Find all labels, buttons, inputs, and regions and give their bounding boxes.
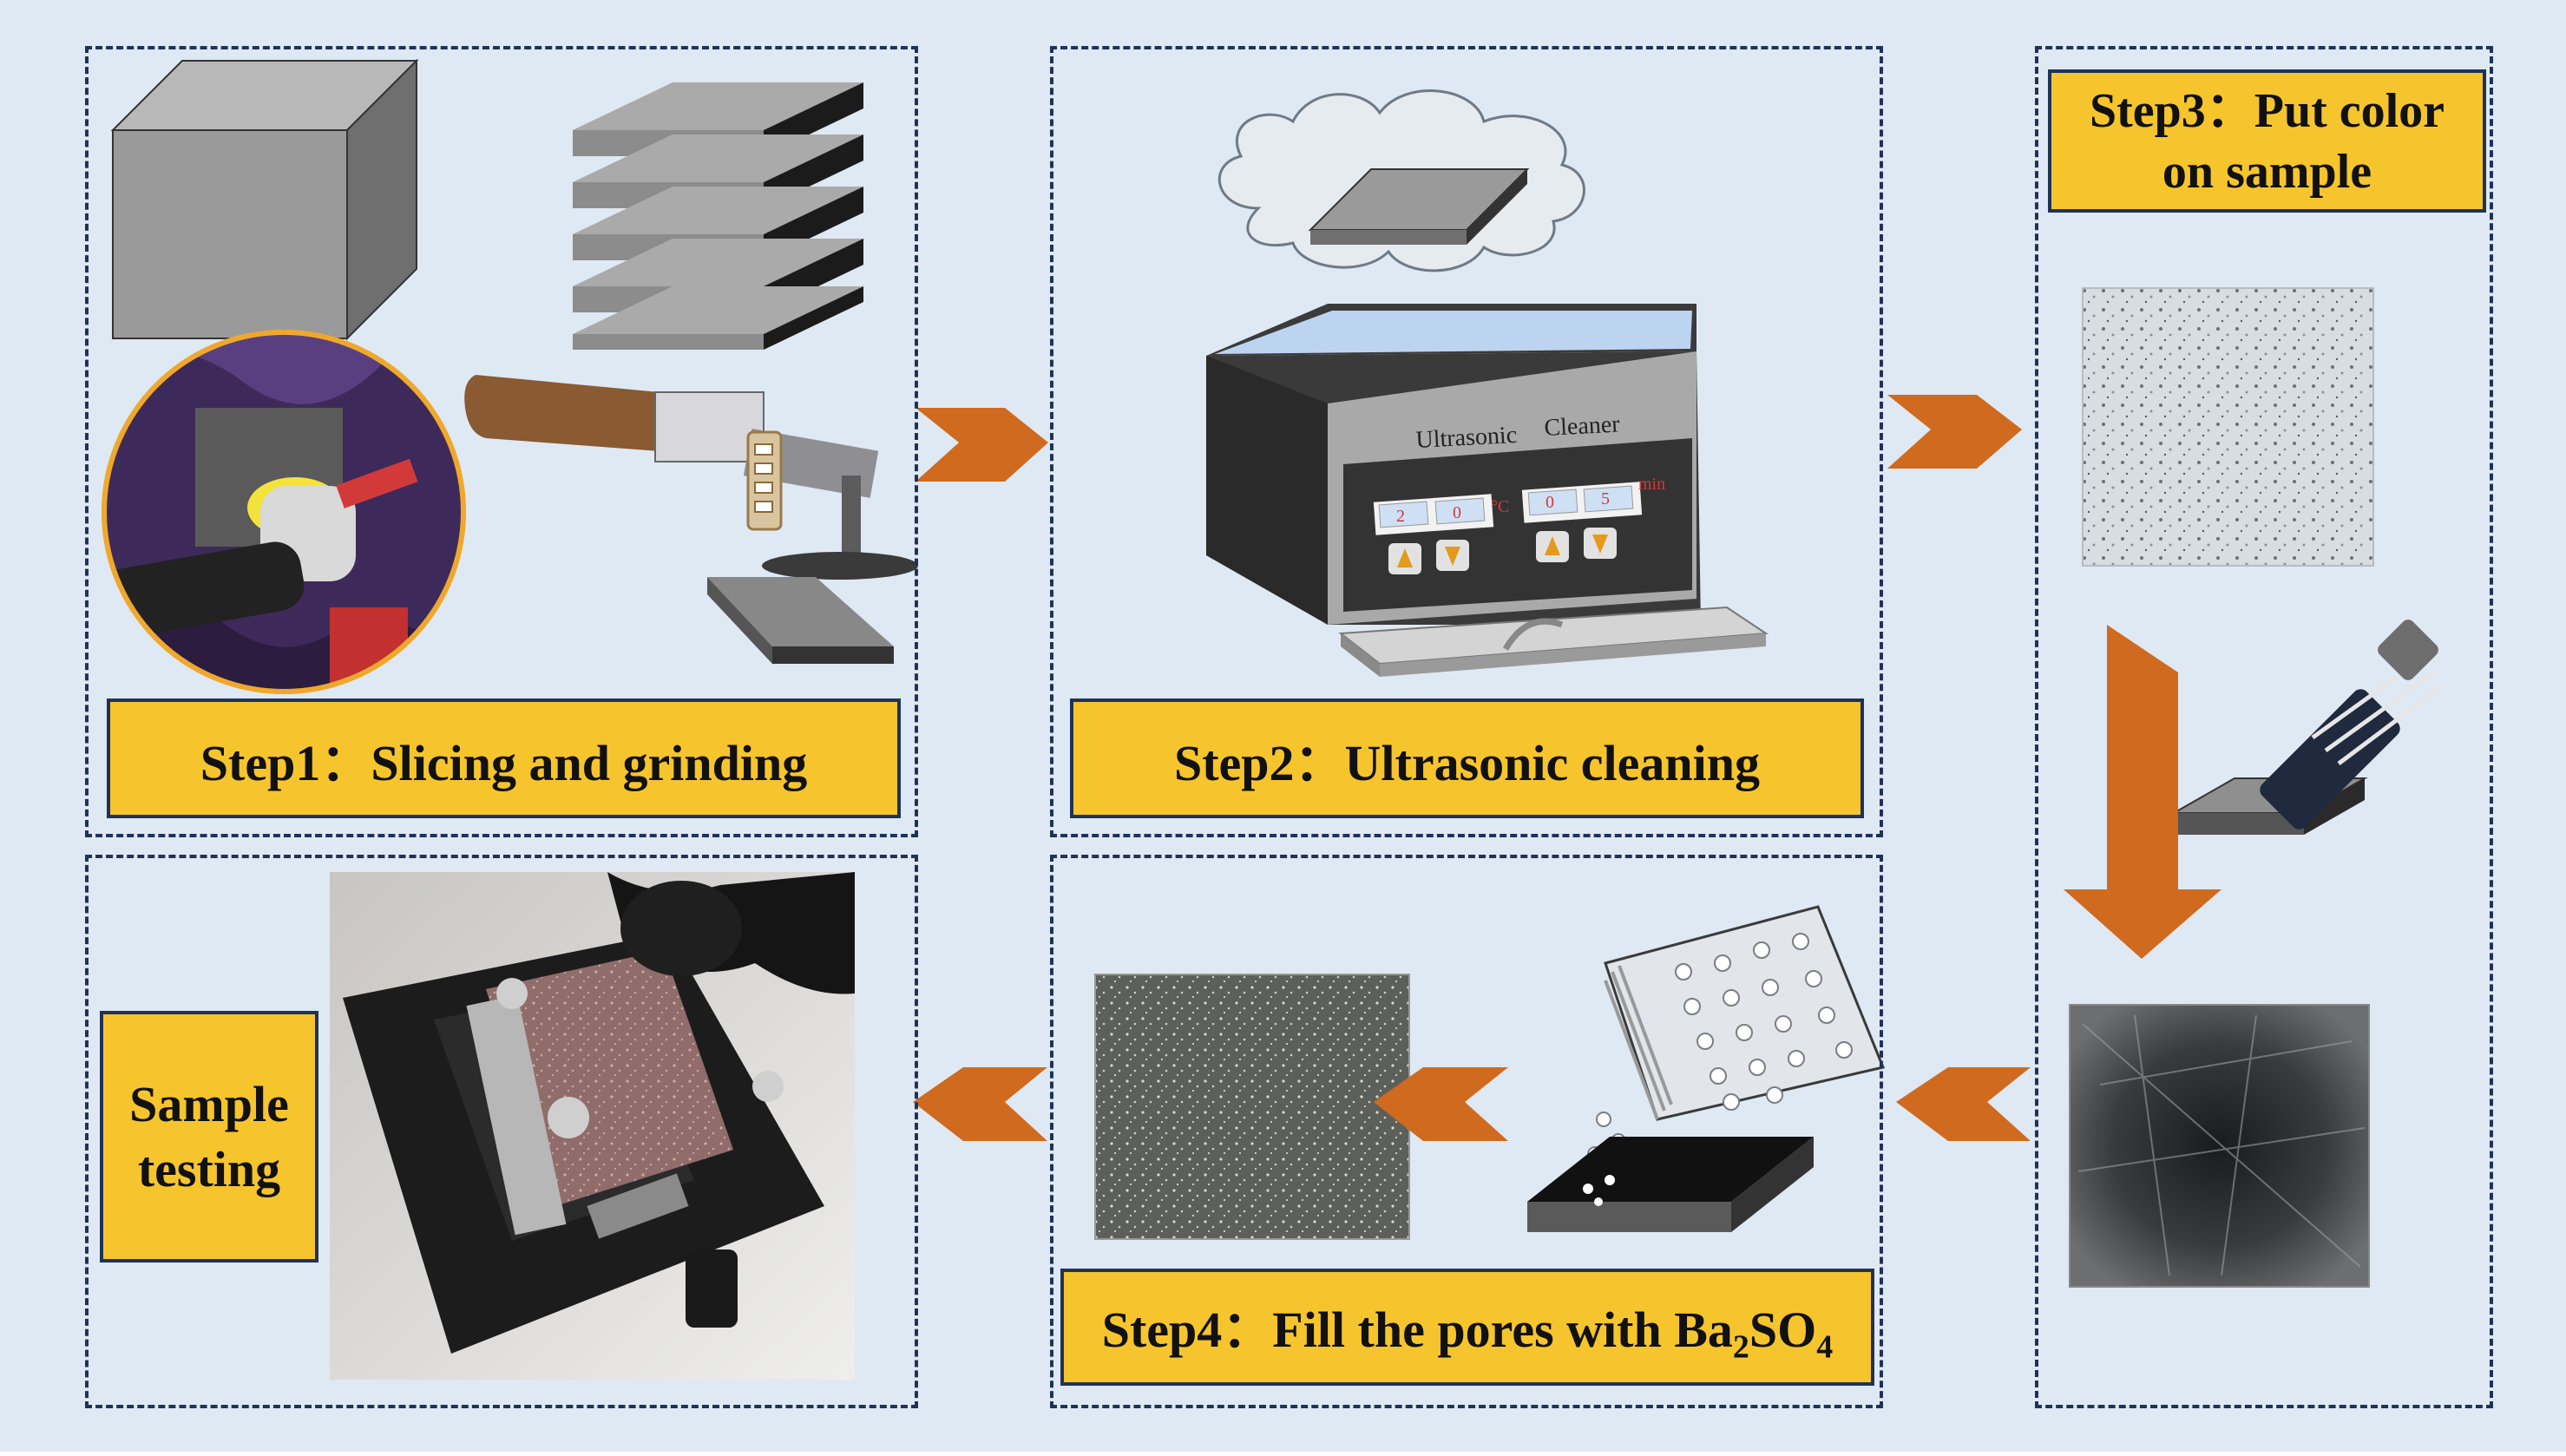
sample-testing-line1: Sample (129, 1075, 289, 1132)
step3-label: Step3：Put color on sample (2048, 69, 2486, 213)
sliced-stack-icon (573, 82, 863, 350)
step3-label-line1: Step3：Put color (2089, 83, 2445, 138)
polishing-tool-icon (464, 375, 918, 664)
step4-label-main: Step4：Fill the pores with Ba (1101, 1301, 1733, 1358)
sample-testing-line2: testing (137, 1141, 281, 1197)
sample-filled-photo (1094, 974, 1410, 1240)
time-unit: min (1638, 475, 1665, 494)
temp-unit: °C (1491, 497, 1509, 516)
time-digit-2: 5 (1601, 489, 1610, 508)
ultrasonic-cleaner-icon (1206, 304, 1769, 677)
step3-panel (2035, 46, 2493, 1408)
temp-digit-1: 2 (1396, 507, 1405, 526)
temp-digit-2: 0 (1453, 503, 1461, 522)
arrow-down (2064, 625, 2221, 959)
step4-label-so: SO (1749, 1301, 1817, 1358)
step2-label: Step2：Ultrasonic cleaning (1070, 698, 1864, 818)
grinder-photo (102, 330, 466, 694)
scratch-lines (2077, 1014, 2366, 1276)
arrow-right-2 (1887, 395, 2022, 469)
step2-label-text: Step2：Ultrasonic cleaning (1173, 735, 1761, 791)
marker-pen-icon (2170, 620, 2445, 835)
step1-panel (85, 46, 918, 837)
step4-label-text: Step4：Fill the pores with Ba2SO4 (1102, 1289, 1834, 1367)
step1-label-text: Step1：Slicing and grinding (200, 735, 808, 791)
powder-bag-icon (1527, 905, 1886, 1232)
step4-sub-2: 2 (1732, 1328, 1749, 1366)
arrow-left-1 (1896, 1067, 2031, 1141)
arrow-left-2 (1374, 1067, 1508, 1141)
step4-sub-4: 4 (1816, 1328, 1834, 1366)
cleaner-brand-left: Ultrasonic (1415, 422, 1518, 454)
step4-label: Step4：Fill the pores with Ba2SO4 (1060, 1269, 1874, 1386)
step3-label-line2: on sample (2162, 144, 2372, 199)
sample-dark-photo (2069, 1004, 2370, 1288)
step4-panel (1050, 855, 1883, 1408)
step2-panel (1050, 46, 1883, 837)
sample-testing-label: Sample testing (100, 1011, 318, 1263)
cleaner-brand-right: Cleaner (1544, 410, 1621, 442)
arrow-left-3 (913, 1067, 1047, 1141)
step1-label: Step1：Slicing and grinding (107, 698, 901, 818)
arrow-right-1 (915, 408, 1048, 482)
microscope-photo (330, 872, 855, 1380)
testing-panel (85, 855, 918, 1408)
time-digit-1: 0 (1546, 493, 1554, 512)
sample-light-photo (2082, 287, 2374, 567)
